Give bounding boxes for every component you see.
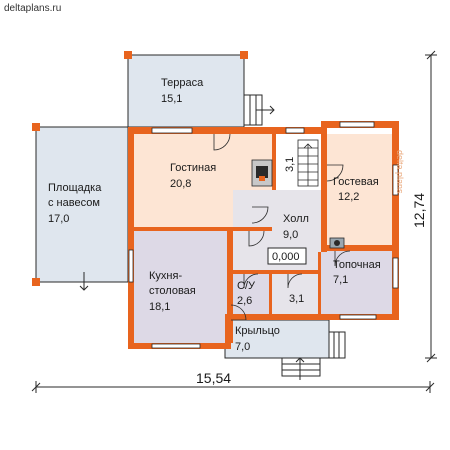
kitchen-name-line2: столовая [149, 285, 196, 297]
watermark: delta plans [395, 150, 405, 194]
boiler-icon [329, 237, 345, 249]
terrace-post [124, 51, 132, 59]
depth-dimension-line [425, 50, 437, 363]
width-dimension-line [31, 381, 435, 393]
stairs-area-label: 3,1 [284, 157, 296, 172]
arrow-icon [295, 357, 305, 380]
canopy-name-line1: Площадка [48, 182, 102, 194]
terrace-area-label: 15,1 [161, 93, 182, 105]
staircase [297, 139, 319, 187]
terrace-post [240, 51, 248, 59]
floor-level-mark: 0,000 [272, 251, 300, 263]
closet-floor [271, 274, 319, 314]
arrow-icon [79, 272, 89, 291]
boiler-room-area: 7,1 [333, 274, 348, 286]
guest-room-floor [327, 134, 393, 245]
porch-name: Крыльцо [235, 325, 280, 337]
kitchen-name-line1: Кухня- [149, 270, 182, 282]
porch-area-label: 7,0 [235, 341, 250, 353]
porch-side-steps [328, 331, 346, 359]
stairs-floor [276, 134, 321, 190]
window [128, 121, 399, 349]
hall-name: Холл [283, 213, 309, 225]
closet-area: 3,1 [289, 293, 304, 305]
guest-room-area: 12,2 [338, 191, 359, 203]
fireplace-icon [251, 159, 273, 187]
living-room-name: Гостиная [170, 162, 216, 174]
door [213, 133, 351, 321]
boiler-room-floor [321, 251, 393, 314]
canopy-post [32, 123, 40, 131]
arrow-icon [256, 105, 275, 115]
depth-dimension: 12,74 [411, 193, 427, 228]
site-label: deltaplans.ru [4, 3, 61, 14]
wc-area: 2,6 [237, 295, 252, 307]
kitchen-area: 18,1 [149, 301, 170, 313]
canopy-name-line2: с навесом [48, 197, 100, 209]
boiler-room-name: Топочная [333, 259, 381, 271]
hall-area: 9,0 [283, 229, 298, 241]
width-dimension: 15,54 [196, 370, 231, 386]
canopy-area [35, 126, 129, 283]
canopy-area-label: 17,0 [48, 213, 69, 225]
porch-steps [281, 357, 321, 377]
terrace-area [127, 54, 245, 128]
canopy-post [32, 278, 40, 286]
wc-name: С/У [237, 280, 256, 292]
guest-room-name: Гостевая [333, 176, 379, 188]
level-mark-box [267, 247, 307, 265]
terrace-steps [243, 94, 263, 126]
porch-area [224, 319, 330, 359]
living-room-area: 20,8 [170, 178, 191, 190]
terrace-name: Терраса [161, 77, 204, 89]
interior-walls [134, 128, 393, 343]
kitchen-floor [134, 231, 227, 343]
